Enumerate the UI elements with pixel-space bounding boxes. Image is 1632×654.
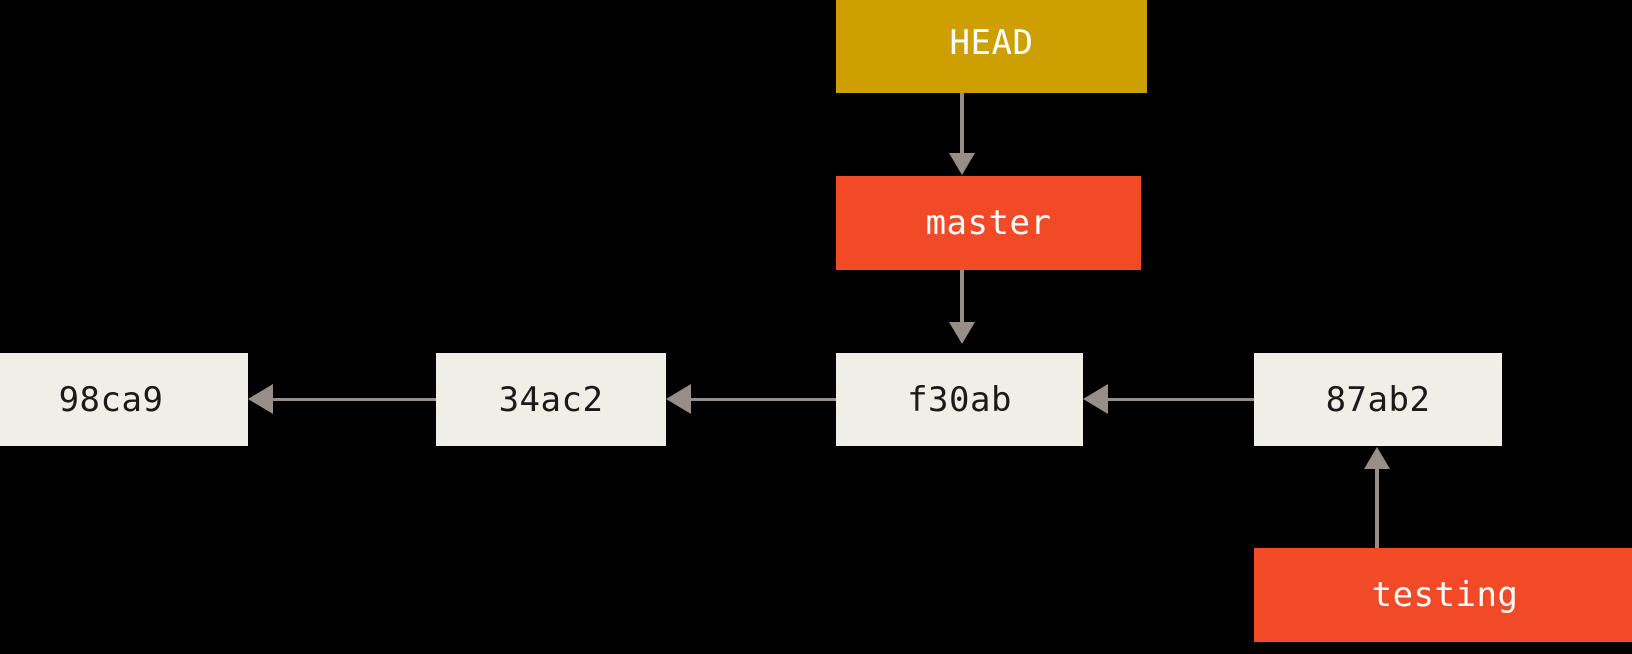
commit-box-87ab2[interactable]: 87ab2 — [1254, 353, 1502, 446]
commit-label-87ab2: 87ab2 — [1325, 379, 1431, 420]
branch-label-master: master — [925, 203, 1052, 243]
arrowhead-head-to-master-icon — [949, 153, 975, 175]
arrowhead-f30ab-to-34ac2-icon — [666, 384, 691, 414]
commit-label-98ca9: 98ca9 — [58, 379, 164, 420]
arrowhead-34ac2-to-98ca9-icon — [248, 384, 273, 414]
branch-box-master[interactable]: master — [836, 176, 1141, 270]
commit-box-f30ab[interactable]: f30ab — [836, 353, 1083, 446]
edge-testing-to-87ab2 — [1375, 468, 1379, 550]
head-pointer-label: HEAD — [949, 22, 1034, 63]
edge-f30ab-to-34ac2 — [683, 398, 836, 401]
head-pointer-box[interactable]: HEAD — [836, 0, 1147, 93]
commit-label-f30ab: f30ab — [907, 379, 1012, 420]
commit-box-98ca9[interactable]: 98ca9 — [0, 353, 248, 446]
edge-master-to-f30ab — [960, 270, 964, 326]
arrowhead-87ab2-to-f30ab-icon — [1083, 384, 1108, 414]
edge-34ac2-to-98ca9 — [265, 398, 437, 401]
branch-box-testing[interactable]: testing — [1254, 548, 1632, 642]
branch-label-testing: testing — [1371, 575, 1519, 615]
arrowhead-testing-to-87ab2-icon — [1364, 447, 1390, 469]
edge-87ab2-to-f30ab — [1100, 398, 1254, 401]
commit-box-34ac2[interactable]: 34ac2 — [436, 353, 666, 446]
arrowhead-master-to-f30ab-icon — [949, 322, 975, 344]
edge-head-to-master — [960, 93, 964, 159]
commit-label-34ac2: 34ac2 — [498, 379, 604, 420]
